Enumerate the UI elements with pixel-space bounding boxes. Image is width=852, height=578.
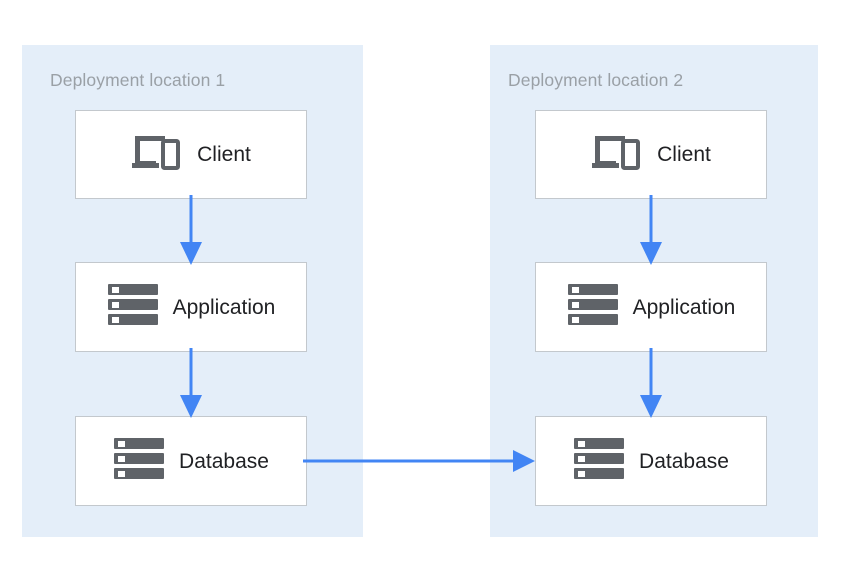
connector-database-1-to-database-2 (303, 450, 535, 472)
zone-label-deployment-location-1: Deployment location 1 (50, 70, 226, 90)
devices-icon (131, 132, 183, 177)
node-client-1[interactable]: Client (75, 110, 307, 199)
server-icon (107, 283, 159, 332)
node-label-application-2: Application (632, 295, 736, 319)
connector-client-1-to-application-1 (180, 195, 202, 265)
server-icon (113, 437, 165, 486)
node-database-2[interactable]: Database (535, 416, 767, 506)
connector-application-2-to-database-2 (640, 348, 662, 418)
node-label-database-1: Database (179, 449, 269, 473)
node-label-client-2: Client (657, 143, 711, 166)
node-application-1[interactable]: Application (75, 262, 307, 352)
node-label-database-2: Database (639, 449, 729, 473)
node-label-application-1: Application (172, 295, 276, 319)
node-database-1[interactable]: Database (75, 416, 307, 506)
server-icon (573, 437, 625, 486)
zone-label-deployment-location-2: Deployment location 2 (508, 70, 684, 90)
connector-application-1-to-database-1 (180, 348, 202, 418)
node-application-2[interactable]: Application (535, 262, 767, 352)
server-icon (567, 283, 619, 332)
node-client-2[interactable]: Client (535, 110, 767, 199)
devices-icon (591, 132, 643, 177)
node-label-client-1: Client (197, 143, 251, 166)
connector-client-2-to-application-2 (640, 195, 662, 265)
